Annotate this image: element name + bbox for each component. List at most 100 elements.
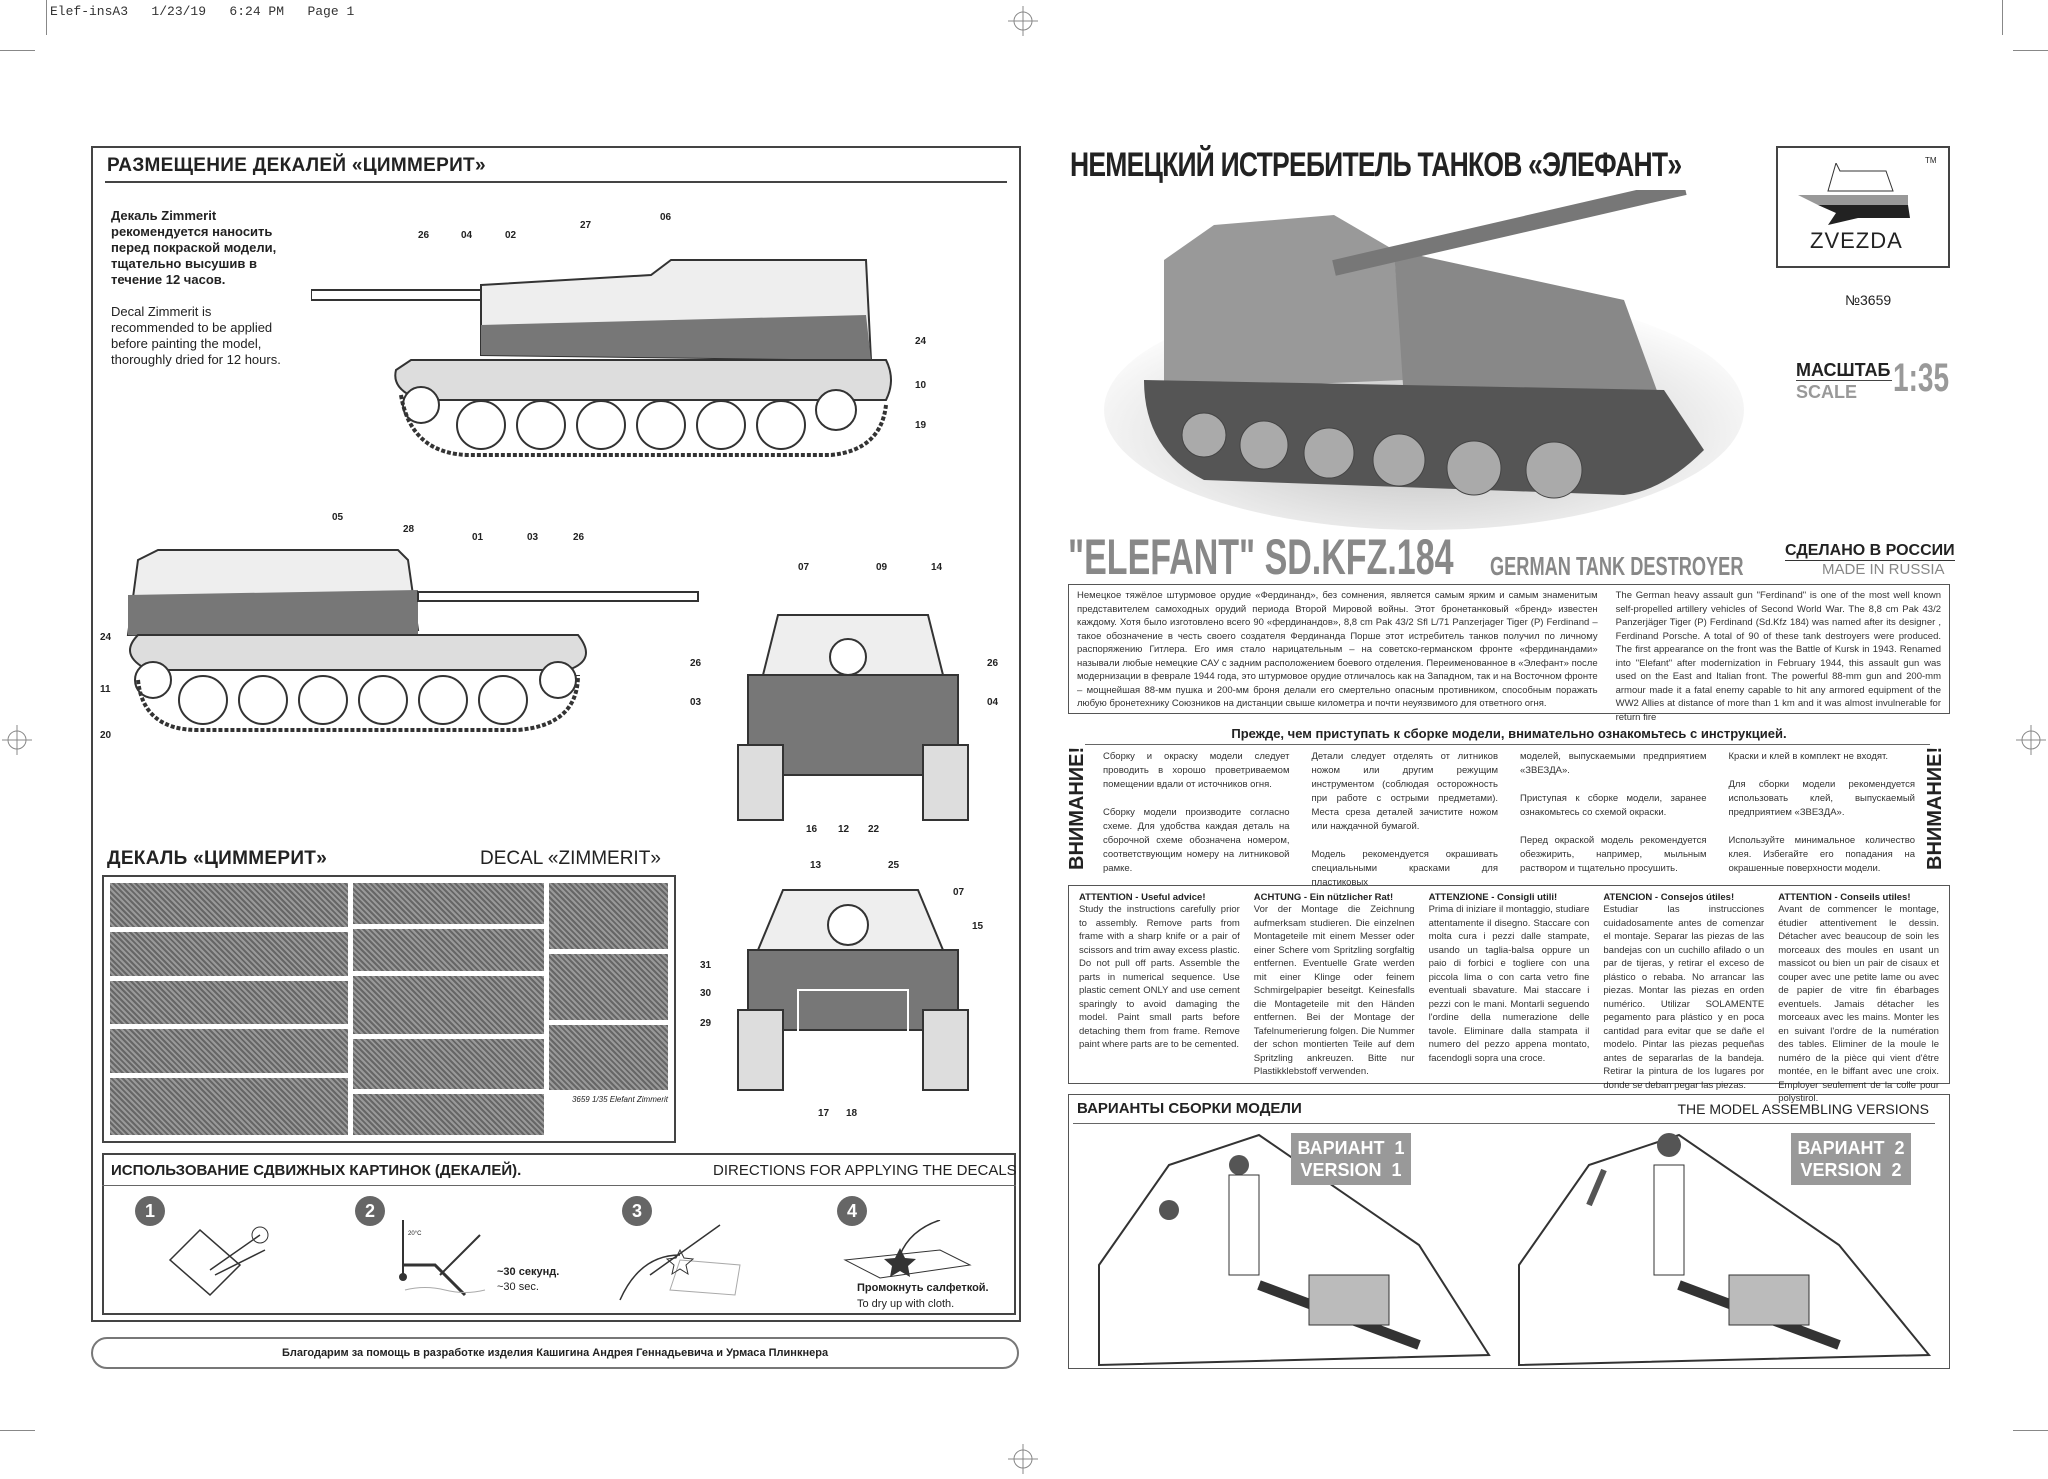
decal-placement-heading: РАЗМЕЩЕНИЕ ДЕКАЛЕЙ «ЦИММЕРИТ» <box>107 155 486 176</box>
print-slug: Elef-insA3 1/23/19 6:24 PM Page 1 <box>50 4 355 19</box>
attention-col: Детали следует отделять от литников ножо… <box>1311 751 1499 888</box>
decal-sheet-label: 3659 1/35 Elefant Zimmerit <box>571 1095 668 1105</box>
advice-text: Prima di iniziare il montaggio, studiare… <box>1428 904 1590 1064</box>
step2-caption-en: ~30 sec. <box>497 1281 539 1293</box>
callout-label: 01 <box>472 532 484 543</box>
blot-decal-icon <box>843 1220 972 1279</box>
callout-label: 26 <box>690 658 702 669</box>
callout-label: 14 <box>931 562 943 573</box>
crop-mark <box>46 0 47 35</box>
crop-mark <box>2002 0 2003 35</box>
versions-heading-ru: ВАРИАНТЫ СБОРКИ МОДЕЛИ <box>1077 1100 1302 1117</box>
callout-label: 19 <box>915 420 927 431</box>
version-1-drawing <box>1098 1133 1491 1367</box>
advice-title: ATTENTION - Conseils utiles! <box>1778 892 1911 903</box>
thermometer-temp: 20°C <box>408 1231 422 1237</box>
soak-decal-icon <box>399 1220 486 1297</box>
decal-strip-group <box>110 883 349 1136</box>
version-2-drawing <box>1518 1133 1932 1367</box>
made-in-en: MADE IN RUSSIA <box>1822 561 1945 578</box>
advice-text: Avant de commencer le montage, étudier a… <box>1778 904 1939 1104</box>
callout-label: 02 <box>505 230 517 241</box>
callout-label: 31 <box>700 960 712 971</box>
history-text-ru: Немецкое тяжёлое штурмовое орудие «Ферди… <box>1077 590 1598 709</box>
advice-title: ACHTUNG - Ein nützlicher Rat! <box>1253 892 1394 903</box>
decal-heading-ru: ДЕКАЛЬ «ЦИММЕРИТ» <box>107 848 328 869</box>
callout-label: 04 <box>987 697 999 708</box>
zimmerit-note-en: Decal Zimmerit is recommended to be appl… <box>111 304 281 367</box>
advice-title: ATTENTION - Useful advice! <box>1079 892 1206 903</box>
callout-label: 25 <box>888 860 900 871</box>
model-name: "ELEFANT" SD.KFZ.184 <box>1068 529 1454 585</box>
scale-rule <box>1796 380 1892 381</box>
versions-heading-en: THE MODEL ASSEMBLING VERSIONS <box>1677 1101 1929 1117</box>
callout-label: 24 <box>100 632 112 643</box>
advice-box: ATTENTION - Useful advice!Study the inst… <box>1068 885 1950 1104</box>
zimmerit-note-ru: Декаль Zimmerit рекомендуется наносить п… <box>111 208 277 287</box>
registration-mark-icon <box>2016 725 2046 755</box>
callout-label: 22 <box>868 824 880 835</box>
heading-rule <box>105 181 1007 183</box>
registration-mark-icon <box>1008 6 1038 36</box>
decal-placement-panel <box>91 146 1021 1322</box>
zvezda-logo-text: ZVEZDA <box>1810 228 1903 253</box>
advice-es: ATENCION - Consejos útiles!Estudiar las … <box>1603 892 1764 1091</box>
crop-mark <box>2013 50 2048 51</box>
callout-label: 30 <box>700 988 712 999</box>
read-instructions-notice: Прежде, чем приступать к сборке модели, … <box>1231 726 1787 741</box>
tank-front-view <box>737 889 969 1091</box>
callout-label: 13 <box>810 860 822 871</box>
version-label-ru: ВАРИАНТ 2 <box>1797 1138 1905 1158</box>
step4-caption-en: To dry up with cloth. <box>857 1298 955 1310</box>
advice-text: Vor der Montage die Zeichnung aufmerksam… <box>1253 904 1415 1077</box>
attention-vertical-left: ВНИМАНИЕ! <box>1066 746 1088 870</box>
history-box: Немецкое тяжёлое штурмовое орудие «Ферди… <box>1068 584 1950 723</box>
heading-rule <box>1073 1123 1935 1124</box>
callout-label: 16 <box>806 824 818 835</box>
callout-label: 12 <box>838 824 850 835</box>
acknowledgement-pill: Благодарим за помощь в разработке издели… <box>91 1337 1019 1369</box>
version-label-en: VERSION 1 <box>1300 1160 1402 1180</box>
made-in-ru: СДЕЛАНО В РОССИИ <box>1785 542 1955 561</box>
attention-vertical-right: ВНИМАНИЕ! <box>1924 746 1946 870</box>
tank-side-view-right <box>311 259 892 457</box>
model-subtitle: GERMAN TANK DESTROYER <box>1490 551 1744 581</box>
callout-label: 05 <box>332 512 344 523</box>
callout-label: 04 <box>461 230 473 241</box>
callout-label: 09 <box>876 562 888 573</box>
crop-mark <box>2013 1430 2048 1431</box>
tank-rear-view <box>737 614 969 821</box>
decal-strip-group: 3659 1/35 Elefant Zimmerit <box>548 883 668 1135</box>
callout-label: 06 <box>660 212 672 223</box>
callout-label: 26 <box>418 230 430 241</box>
slide-decal-icon <box>619 1224 741 1301</box>
advice-text: Estudiar las instrucciones cuidadosament… <box>1603 904 1765 1091</box>
advice-text: Study the instructions carefully prior t… <box>1079 904 1240 1050</box>
advice-title: ATENCION - Consejos útiles! <box>1603 892 1735 903</box>
callout-label: 03 <box>527 532 539 543</box>
callout-label: 10 <box>915 380 927 391</box>
decal-strip-group <box>353 883 544 1135</box>
history-text-en: The German heavy assault gun "Ferdinand"… <box>1615 590 1941 723</box>
advice-fr: ATTENTION - Conseils utiles!Avant de com… <box>1778 892 1939 1104</box>
trademark: TM <box>1925 156 1937 165</box>
callout-label: 11 <box>100 684 111 695</box>
attention-col: Краски и клей в комплект не входят. Для … <box>1728 751 1916 874</box>
scale-value: 1:35 <box>1893 356 1950 400</box>
versions-box: ВАРИАНТЫ СБОРКИ МОДЕЛИ THE MODEL ASSEMBL… <box>1068 1094 1950 1369</box>
callout-label: 26 <box>573 532 585 543</box>
step-number-badge: 1 <box>135 1196 165 1226</box>
cut-decal-icon <box>168 1226 269 1297</box>
product-title: НЕМЕЦКИЙ ИСТРЕБИТЕЛЬ ТАНКОВ «ЭЛЕФАНТ» <box>1070 146 1682 184</box>
step-number-badge: 4 <box>837 1196 867 1226</box>
callout-label: 29 <box>700 1018 712 1029</box>
version-label-ru: ВАРИАНТ 1 <box>1297 1138 1405 1158</box>
zimmerit-decal-sheet: 3659 1/35 Elefant Zimmerit <box>102 875 676 1143</box>
callout-label: 27 <box>580 220 592 231</box>
callout-label: 07 <box>798 562 810 573</box>
callout-label: 18 <box>846 1108 858 1119</box>
step4-caption-ru: Промокнуть салфеткой. <box>857 1282 989 1294</box>
directions-heading-ru: ИСПОЛЬЗОВАНИЕ СДВИЖНЫХ КАРТИНОК (ДЕКАЛЕЙ… <box>111 1162 522 1179</box>
